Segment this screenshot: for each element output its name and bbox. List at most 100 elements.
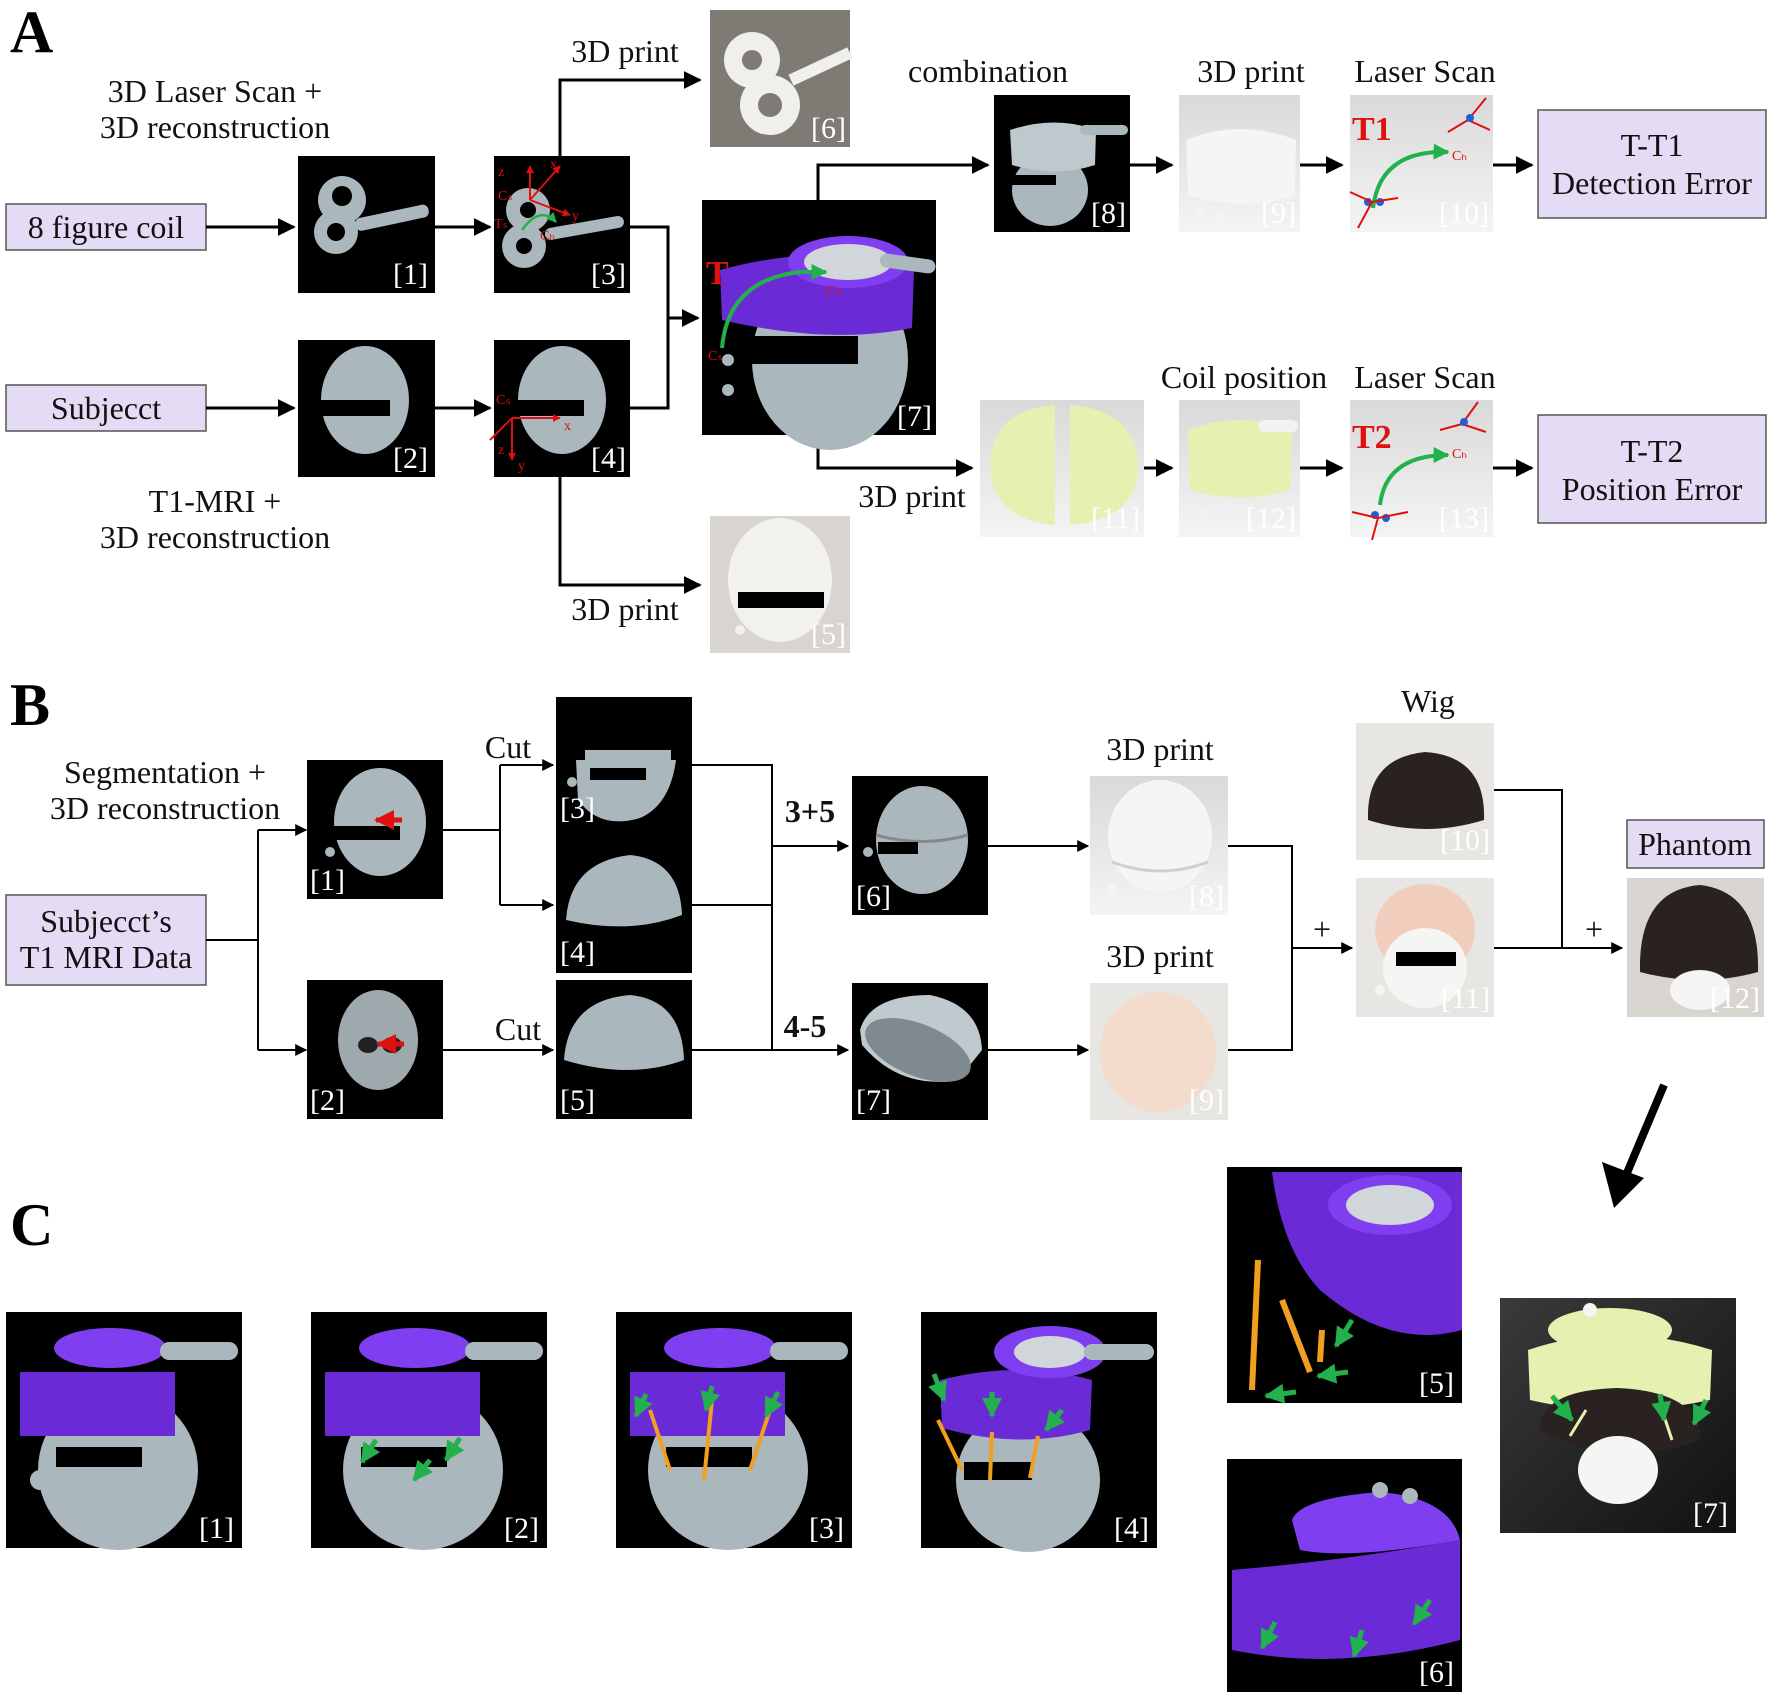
a-image-11-helmet-halves: [11]	[980, 400, 1144, 537]
a-image-5-printed-head: [5]	[710, 516, 850, 653]
c-image-6: [6]	[1227, 1459, 1462, 1692]
b-image-9-printed-skin: [9]	[1090, 983, 1228, 1120]
a-index-11: [11]	[1091, 502, 1140, 535]
print-head-label: 3D print	[571, 591, 679, 627]
a10-t1-label: T1	[1352, 111, 1392, 148]
c-index-2: [2]	[504, 1512, 539, 1545]
a4-x-axis: x	[564, 419, 571, 434]
t-t2-box-label: T-T2	[1621, 433, 1684, 469]
a-index-6: [6]	[811, 112, 846, 145]
a-index-3: [3]	[591, 258, 626, 291]
op-3-plus-5: 3+5	[785, 793, 835, 829]
mri-label: T1-MRI +	[149, 483, 282, 519]
a-image-6-printed-coil: [6]	[710, 10, 853, 147]
c-image-4: [4]	[921, 1312, 1157, 1552]
coil-position-label: Coil position	[1161, 359, 1327, 395]
a3-ts: Tₛ	[494, 217, 508, 232]
a3-z-axis: z	[498, 165, 504, 180]
c-index-7: [7]	[1693, 1497, 1728, 1530]
a-index-12: [12]	[1246, 502, 1296, 535]
c-index-6: [6]	[1419, 1656, 1454, 1689]
b-index-5: [5]	[560, 1084, 595, 1117]
laser-scan-10-label: Laser Scan	[1354, 53, 1495, 89]
a7-ch: Cₕ	[826, 284, 841, 299]
op-4-minus-5: 4-5	[784, 1008, 827, 1044]
wig-label: Wig	[1401, 683, 1455, 719]
a-image-10-scan: T1 Cₕ [10]	[1349, 95, 1493, 232]
subject-box: Subjecct	[5, 384, 207, 432]
a3-x-axis: x	[550, 157, 557, 172]
a4-z-axis: z	[498, 443, 504, 458]
t-t1-box-sublabel: Detection Error	[1552, 165, 1752, 201]
a-index-8: [8]	[1091, 197, 1126, 230]
a4-y-axis: y	[518, 459, 525, 474]
b-index-4: [4]	[560, 936, 595, 969]
a-image-1-coil: [1]	[298, 156, 435, 293]
b-image-12-phantom: [12]	[1627, 878, 1764, 1017]
a-image-3-coil-axes: z x y Cₛ Tₛ Cₕ [3]	[494, 156, 630, 293]
t-t2-box: T-T2 Position Error	[1537, 414, 1767, 524]
cut-top-label: Cut	[485, 729, 531, 765]
segmentation-label: Segmentation +	[64, 754, 266, 790]
print-combined-label: 3D print	[1197, 53, 1305, 89]
c-image-1: [1]	[6, 1312, 242, 1550]
b-index-11: [11]	[1441, 982, 1490, 1015]
b-index-1: [1]	[310, 864, 345, 897]
b-index-2: [2]	[310, 1084, 345, 1117]
c-index-5: [5]	[1419, 1367, 1454, 1400]
panel-label-b: B	[10, 672, 50, 738]
a-index-4: [4]	[591, 442, 626, 475]
a-index-2: [2]	[393, 442, 428, 475]
b-index-8: [8]	[1189, 880, 1224, 913]
a3-ch: Cₕ	[540, 229, 555, 244]
a-index-13: [13]	[1439, 502, 1489, 535]
plus-sign-1: +	[1313, 911, 1331, 947]
laser-scan-13-label: Laser Scan	[1354, 359, 1495, 395]
panel-b-connectors	[206, 759, 1624, 1056]
panel-label-c: C	[10, 1192, 53, 1258]
a3-y-axis: y	[572, 209, 579, 224]
b-image-11-skin-head: [11]	[1356, 878, 1494, 1017]
c-image-2: [2]	[311, 1312, 547, 1550]
mri-data-box-sublabel: T1 MRI Data	[20, 939, 192, 975]
print-coil-label: 3D print	[571, 33, 679, 69]
plus-sign-2: +	[1585, 911, 1603, 947]
a3-cs: Cₛ	[498, 189, 513, 204]
t-t1-box: T-T1 Detection Error	[1537, 109, 1767, 219]
a-image-2-head: [2]	[298, 340, 435, 477]
b-image-2-skull: [2]	[307, 980, 443, 1119]
a-index-9: [9]	[1261, 197, 1296, 230]
a4-cs: Cₛ	[496, 393, 511, 408]
b-image-8-printed-head: [8]	[1090, 776, 1228, 915]
b-index-9: [9]	[1189, 1084, 1224, 1117]
a13-ch: Cₕ	[1452, 447, 1467, 462]
c-image-5: [5]	[1227, 1167, 1462, 1404]
mri-data-box: Subjecct’s T1 MRI Data	[5, 894, 207, 986]
print-helmet-label: 3D print	[858, 478, 966, 514]
b-index-7: [7]	[856, 1084, 891, 1117]
b-image-7-shell: [7]	[852, 983, 988, 1120]
b-image-6-combined: [6]	[852, 776, 988, 915]
panel-label-a: A	[10, 0, 53, 65]
a7-cs: Cₛ	[708, 349, 723, 364]
a7-t-label: T	[706, 255, 729, 292]
phantom-box-label: Phantom	[1638, 826, 1752, 862]
a-image-9-printed: [9]	[1179, 95, 1300, 232]
coil-box-label: 8 figure coil	[28, 209, 185, 245]
b-image-5-cap: [5]	[556, 980, 692, 1119]
b-index-6: [6]	[856, 880, 891, 913]
a10-ch: Cₕ	[1452, 149, 1467, 164]
c-index-4: [4]	[1114, 1512, 1149, 1545]
mri-recon-label: 3D reconstruction	[100, 519, 330, 555]
b-index-3: [3]	[560, 792, 595, 825]
a-image-8-combination: [8]	[994, 95, 1130, 232]
c-index-1: [1]	[199, 1512, 234, 1545]
segmentation-recon-label: 3D reconstruction	[50, 790, 280, 826]
a-index-5: [5]	[811, 618, 846, 651]
b-image-1-head: [1]	[307, 760, 443, 899]
c-image-7: [7]	[1500, 1298, 1736, 1533]
laser-scan-label: 3D Laser Scan +	[108, 73, 322, 109]
print-8-label: 3D print	[1106, 731, 1214, 767]
coil-box: 8 figure coil	[5, 203, 207, 251]
